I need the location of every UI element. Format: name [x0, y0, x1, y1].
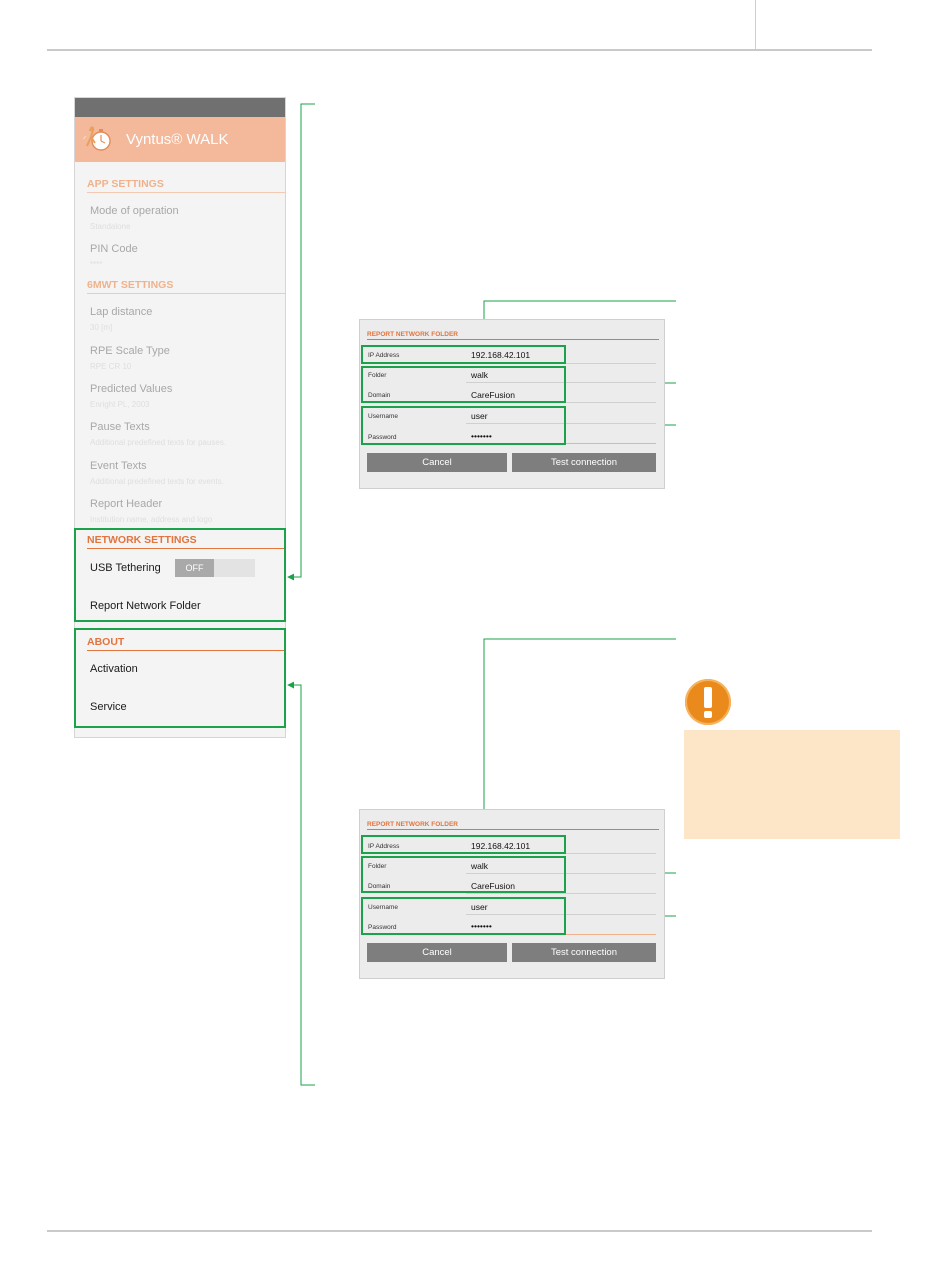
activation-item[interactable]: Activation: [90, 663, 138, 675]
credentials-highlight: [361, 406, 566, 445]
pin-code-item[interactable]: PIN Code: [90, 243, 138, 255]
pause-texts-value: Additional predefined texts for pauses.: [90, 438, 227, 447]
username-label: Username: [368, 904, 398, 911]
dialog-title-rule: [367, 829, 659, 830]
username-field[interactable]: user: [471, 411, 488, 421]
network-settings-highlight: [74, 528, 286, 622]
dialog-title-rule: [367, 339, 659, 340]
folder-label: Folder: [368, 863, 387, 870]
username-field[interactable]: user: [471, 902, 488, 912]
domain-label: Domain: [368, 883, 391, 890]
report-header-item[interactable]: Report Header: [90, 498, 163, 510]
status-bar: [75, 98, 285, 117]
folder-underline: [466, 873, 656, 874]
event-texts-value: Additional predefined texts for events.: [90, 477, 224, 486]
pause-texts-item[interactable]: Pause Texts: [90, 421, 150, 433]
app-title: Vyntus® WALK: [126, 131, 229, 148]
ip-address-field[interactable]: 192.168.42.101: [471, 350, 531, 360]
username-underline: [466, 914, 656, 915]
folder-domain-highlight: [361, 856, 566, 893]
service-item[interactable]: Service: [90, 701, 127, 713]
password-label: Password: [368, 434, 397, 441]
cancel-button[interactable]: Cancel: [367, 453, 507, 472]
section-app-settings: APP SETTINGS: [87, 178, 285, 193]
dialog-title: REPORT NETWORK FOLDER: [367, 821, 458, 828]
ip-address-highlight: [361, 835, 566, 854]
username-underline: [466, 423, 656, 424]
exclamation-icon: [685, 679, 731, 725]
password-label: Password: [368, 924, 397, 931]
stopwatch-walker-icon[interactable]: [80, 126, 114, 152]
top-hairline: [755, 0, 756, 50]
mode-of-operation-item[interactable]: Mode of operation: [90, 205, 179, 217]
section-6mwt-settings: 6MWT SETTINGS: [87, 279, 285, 294]
folder-underline: [466, 382, 656, 383]
report-network-folder-dialog-2: REPORT NETWORK FOLDER IP Address 192.168…: [359, 809, 665, 979]
predicted-values-value: Enright PL, 2003: [90, 400, 150, 409]
header-rule: [47, 49, 872, 51]
folder-field[interactable]: walk: [471, 861, 489, 871]
warning-note-box: [684, 730, 900, 839]
domain-field[interactable]: CareFusion: [471, 390, 515, 400]
predicted-values-item[interactable]: Predicted Values: [90, 383, 173, 395]
usb-tethering-item: USB Tethering: [90, 562, 161, 574]
folder-field[interactable]: walk: [471, 370, 489, 380]
settings-screen: Vyntus® WALK APP SETTINGS Mode of operat…: [74, 97, 286, 738]
usb-tethering-toggle[interactable]: OFF: [175, 559, 255, 577]
domain-field[interactable]: CareFusion: [471, 881, 515, 891]
dialog-title: REPORT NETWORK FOLDER: [367, 331, 458, 338]
lap-distance-value: 30 [m]: [90, 323, 113, 332]
rpe-scale-item[interactable]: RPE Scale Type: [90, 345, 170, 357]
folder-domain-highlight: [361, 366, 566, 403]
domain-underline: [466, 893, 656, 894]
report-header-value: Institution name, address and logo: [90, 515, 213, 524]
mode-of-operation-value: Standalone: [90, 222, 131, 231]
section-network-settings: NETWORK SETTINGS: [87, 534, 285, 549]
report-network-folder-dialog: REPORT NETWORK FOLDER IP Address 192.168…: [359, 319, 665, 489]
rpe-scale-value: RPE CR 10: [90, 362, 132, 371]
credentials-highlight: [361, 897, 566, 935]
password-field[interactable]: •••••••: [471, 431, 492, 441]
pin-code-value: ****: [90, 260, 103, 269]
domain-label: Domain: [368, 392, 391, 399]
test-connection-button[interactable]: Test connection: [512, 453, 656, 472]
ip-address-label: IP Address: [368, 352, 400, 359]
test-connection-button[interactable]: Test connection: [512, 943, 656, 962]
footer-rule: [47, 1230, 872, 1232]
lap-distance-item[interactable]: Lap distance: [90, 306, 153, 318]
event-texts-item[interactable]: Event Texts: [90, 460, 147, 472]
ip-address-label: IP Address: [368, 843, 400, 850]
about-highlight: [74, 628, 286, 728]
section-about: ABOUT: [87, 636, 285, 651]
report-network-folder-item[interactable]: Report Network Folder: [90, 600, 201, 612]
password-field[interactable]: •••••••: [471, 921, 492, 931]
username-label: Username: [368, 413, 398, 420]
ip-address-highlight: [361, 345, 566, 364]
ip-address-field[interactable]: 192.168.42.101: [471, 841, 531, 851]
toggle-state: OFF: [175, 559, 214, 577]
cancel-button[interactable]: Cancel: [367, 943, 507, 962]
app-bar: Vyntus® WALK: [75, 117, 285, 162]
folder-label: Folder: [368, 372, 387, 379]
